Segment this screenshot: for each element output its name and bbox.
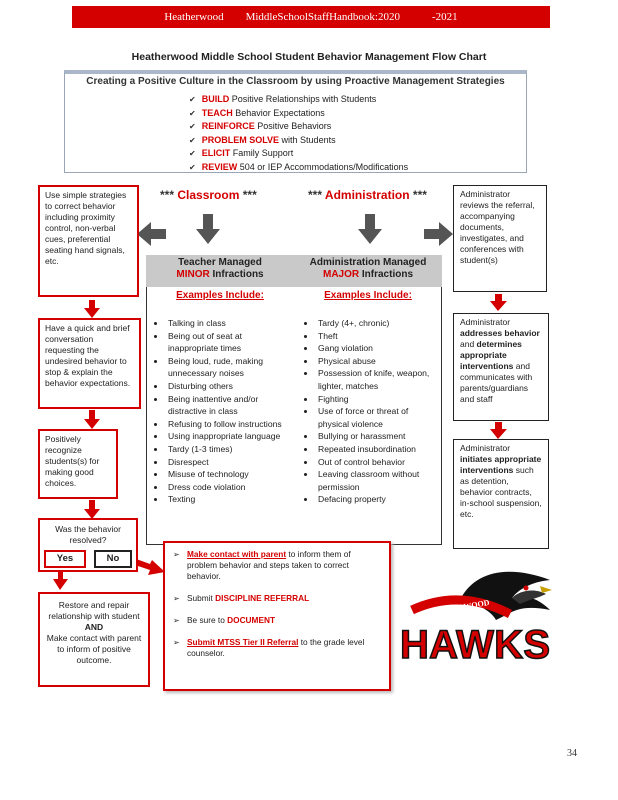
list-item: Dress code violation — [166, 481, 294, 494]
list-item: Use of force or threat of physical viole… — [316, 405, 440, 430]
administration-heading: *** Administration *** — [308, 188, 427, 202]
list-item: Talking in class — [166, 317, 294, 330]
list-item: Tardy (4+, chronic) — [316, 317, 440, 330]
page-title: Heatherwood Middle School Student Behavi… — [131, 51, 487, 63]
list-item: Theft — [316, 330, 440, 343]
hawks-logo: HEATHERWOOD HAWKS — [399, 560, 560, 670]
contact-referral-box: Make contact with parent to inform them … — [163, 541, 391, 691]
proactive-item: BUILD Positive Relationships with Studen… — [189, 93, 526, 107]
arrow-left-icon — [137, 222, 166, 246]
proactive-item: ELICIT Family Support — [189, 147, 526, 161]
list-item: Submit MTSS Tier II Referral to the grad… — [173, 637, 381, 659]
list-item: Repeated insubordination — [316, 443, 440, 456]
teacher-managed-header: Teacher Managed MINOR Infractions — [146, 255, 294, 287]
quick-conversation-box: Have a quick and brief conversation requ… — [38, 318, 141, 409]
arrow-down-icon — [490, 294, 507, 439]
positive-recognition-box: Positively recognize students(s) for mak… — [38, 429, 118, 499]
arrow-down-icon — [53, 300, 100, 590]
header-year: -2021 — [432, 11, 458, 23]
list-item: Gang violation — [316, 342, 440, 355]
admin-managed-header: Administration Managed MAJOR Infractions — [294, 255, 442, 287]
infractions-panel — [146, 255, 442, 545]
list-item: Misuse of technology — [166, 468, 294, 481]
proactive-item: TEACH Behavior Expectations — [189, 107, 526, 121]
proactive-title: Creating a Positive Culture in the Class… — [86, 76, 505, 87]
proactive-item: REINFORCE Positive Behaviors — [189, 120, 526, 134]
list-item: Out of control behavior — [316, 456, 440, 469]
proactive-item: PROBLEM SOLVE with Students — [189, 134, 526, 148]
header-school: Heatherwood — [164, 11, 224, 23]
proactive-strategies-box: Creating a Positive Culture in the Class… — [64, 70, 527, 173]
admin-interventions-box: Administrator initiates appropriate inte… — [453, 439, 549, 549]
minor-infractions-list: Talking in class Being out of seat at in… — [148, 317, 294, 506]
list-item: Disturbing others — [166, 380, 294, 393]
arrow-down-icon — [358, 214, 382, 244]
list-item: Make contact with parent to inform them … — [173, 549, 381, 582]
list-item: Be sure to DOCUMENT — [173, 615, 381, 626]
list-item: Texting — [166, 493, 294, 506]
list-item: Bullying or harassment — [316, 430, 440, 443]
arrow-right-icon — [424, 222, 453, 246]
header-handbook: MiddleSchoolStaffHandbook:2020 — [245, 11, 400, 23]
page-number: 34 — [567, 748, 577, 759]
list-item: Refusing to follow instructions — [166, 418, 294, 431]
list-item: Using inappropriate language — [166, 430, 294, 443]
arrow-down-icon — [196, 214, 220, 244]
admin-examples-heading: Examples Include: — [324, 290, 412, 301]
yes-box: Yes — [44, 550, 86, 568]
handbook-header: Heatherwood MiddleSchoolStaffHandbook:20… — [72, 6, 550, 28]
list-item: Being inattentive and/or distractive in … — [166, 393, 294, 418]
list-item: Fighting — [316, 393, 440, 406]
list-item: Physical abuse — [316, 355, 440, 368]
list-item: Defacing property — [316, 493, 440, 506]
list-item: Leaving classroom without permission — [316, 468, 440, 493]
simple-strategies-box: Use simple strategies to correct behavio… — [38, 185, 139, 297]
list-item: Being out of seat at inappropriate times — [166, 330, 294, 355]
list-item: Disrespect — [166, 456, 294, 469]
list-item: Submit DISCIPLINE REFERRAL — [173, 593, 381, 604]
list-item: Tardy (1-3 times) — [166, 443, 294, 456]
list-item: Being loud, rude, making unnecessary noi… — [166, 355, 294, 380]
classroom-heading: *** Classroom *** — [160, 188, 257, 202]
list-item: Possession of knife, weapon, lighter, ma… — [316, 367, 440, 392]
admin-reviews-box: Administrator reviews the referral, acco… — [453, 185, 547, 292]
admin-addresses-box: Administrator addresses behavior and det… — [453, 313, 549, 421]
no-box: No — [94, 550, 132, 568]
logo-hawks-text: HAWKS — [400, 623, 550, 667]
proactive-item: REVIEW 504 or IEP Accommodations/Modific… — [189, 161, 526, 175]
resolved-question: Was the behavior resolved? — [55, 524, 121, 545]
restore-relationship-box: Restore and repair relationship with stu… — [38, 592, 150, 687]
hawk-mascot-icon: HEATHERWOOD HAWKS — [399, 571, 552, 668]
major-infractions-list: Tardy (4+, chronic) Theft Gang violation… — [298, 317, 440, 506]
teacher-examples-heading: Examples Include: — [176, 290, 264, 301]
proactive-list: BUILD Positive Relationships with Studen… — [189, 93, 526, 175]
